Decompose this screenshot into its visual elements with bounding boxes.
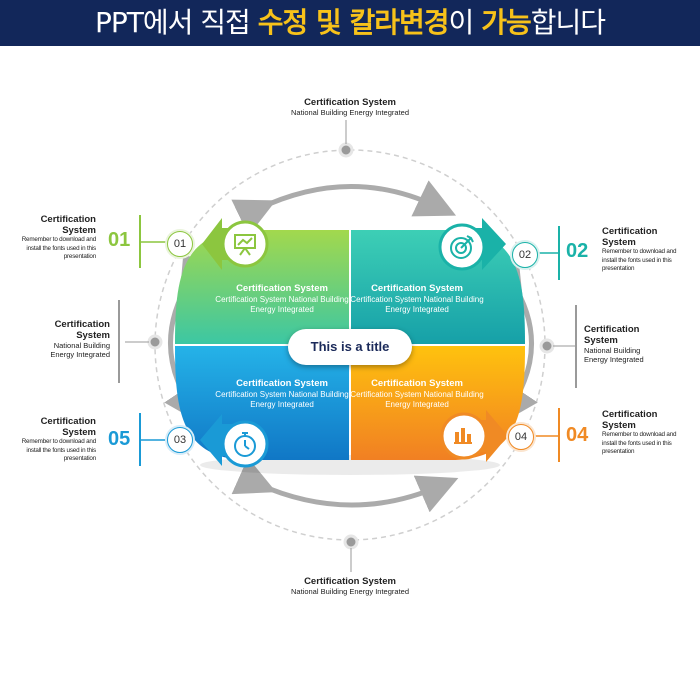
step-3-bubble: 03	[167, 427, 193, 453]
bottom-curved-arrow	[231, 457, 459, 513]
bottom-dot	[343, 534, 359, 550]
left-dot	[147, 334, 163, 350]
banner-highlight-1: 수정 및 칼라변경	[257, 6, 450, 39]
step-2-title: Certification System	[602, 226, 658, 248]
left-mid-label-title: Certification System	[54, 319, 110, 341]
step-1-number: 01	[108, 229, 131, 251]
stopwatch-icon	[234, 432, 256, 457]
icon-circle-1	[221, 220, 269, 268]
step-4-body: Remember to download and install the fon…	[602, 431, 677, 455]
bottom-label-body: National Building Energy Integrated	[291, 587, 409, 596]
banner-text-1: PPT에서 직접	[94, 6, 258, 39]
top-dot	[338, 142, 354, 158]
step-2-number: 02	[566, 240, 589, 262]
step-4-number: 04	[566, 424, 589, 446]
banner-text-3: 합니다	[530, 6, 606, 39]
step-3-number: 05	[108, 428, 131, 450]
header-banner: PPT에서 직접 수정 및 칼라변경이 가능합니다	[0, 0, 700, 46]
left-mid-label-body: National Building Energy Integrated	[50, 341, 110, 359]
step-4-label: Certification System Remember to downloa…	[602, 409, 678, 457]
right-mid-label-body: National Building Energy Integrated	[584, 346, 644, 364]
banner-text-2: 이	[448, 6, 482, 39]
banner-highlight-2: 가능	[481, 6, 532, 39]
step-2-label: Certification System Remember to downloa…	[602, 226, 678, 274]
step-4-title: Certification System	[602, 409, 658, 431]
top-label: Certification System National Building E…	[250, 97, 450, 117]
step-1-body: Remember to download and install the fon…	[21, 236, 97, 260]
quadrant-2-text: Certification System Certification Syste…	[342, 283, 492, 315]
right-mid-label-title: Certification System	[584, 324, 640, 346]
step-2-bubble: 02	[512, 242, 538, 268]
step-1-title: Certification System	[40, 214, 96, 236]
quadrant-2-title: Certification System	[371, 283, 463, 294]
center-title: This is a title	[288, 329, 412, 365]
step-3-body: Remember to download and install the fon…	[21, 438, 97, 462]
quadrant-3-body: Certification System National Building E…	[215, 390, 349, 409]
quadrant-4-body: Certification System National Building E…	[350, 390, 484, 409]
quadrant-4-text: Certification System Certification Syste…	[342, 378, 492, 410]
step-1-label: Certification System Remember to downloa…	[20, 214, 97, 262]
quadrant-2-body: Certification System National Building E…	[350, 295, 484, 314]
icon-circle-3	[221, 420, 269, 468]
icon-circle-2	[438, 223, 486, 271]
bottom-label: Certification System National Building E…	[250, 576, 450, 596]
step-4-bubble: 04	[508, 424, 534, 450]
target-icon	[450, 235, 474, 259]
step-3-label: Certification System Remember to downloa…	[20, 416, 97, 464]
top-curved-arrow	[231, 180, 457, 236]
left-mid-label: Certification System National Building E…	[30, 319, 110, 359]
quadrant-1-text: Certification System Certification Syste…	[207, 283, 357, 315]
quadrant-3-title: Certification System	[236, 378, 328, 389]
quadrant-1-body: Certification System National Building E…	[215, 295, 349, 314]
quadrant-1-title: Certification System	[236, 283, 328, 294]
presentation-board-icon	[234, 234, 256, 256]
right-dot	[539, 338, 555, 354]
top-label-title: Certification System	[304, 97, 396, 108]
icon-circle-4	[440, 412, 488, 460]
bar-chart-icon	[454, 428, 472, 444]
quadrant-4-title: Certification System	[371, 378, 463, 389]
top-label-body: National Building Energy Integrated	[291, 108, 409, 117]
right-mid-label: Certification System National Building E…	[584, 324, 664, 364]
quadrant-3-text: Certification System Certification Syste…	[207, 378, 357, 410]
step-1-bubble: 01	[167, 231, 193, 257]
bottom-label-title: Certification System	[304, 576, 396, 587]
step-2-body: Remember to download and install the fon…	[602, 248, 677, 272]
step-3-title: Certification System	[40, 416, 96, 438]
